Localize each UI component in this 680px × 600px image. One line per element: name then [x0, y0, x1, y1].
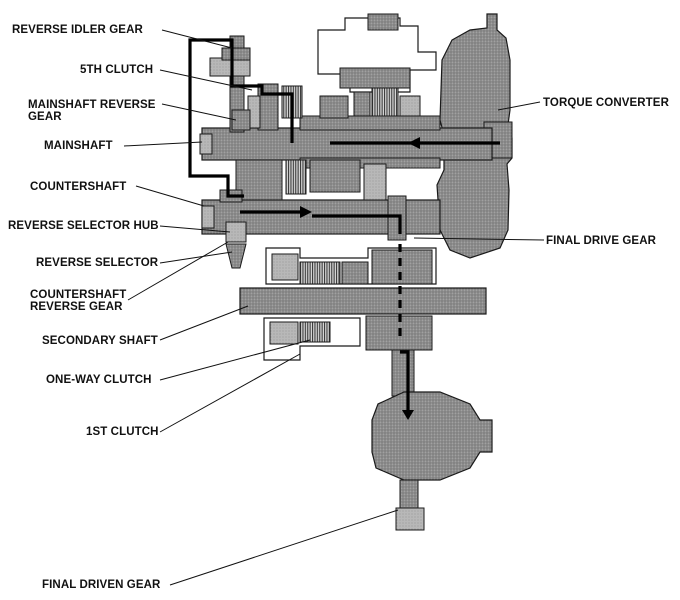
power-flow-path	[188, 38, 500, 420]
label-final-driven-gear: FINAL DRIVEN GEAR	[42, 579, 161, 591]
label-mainshaft: MAINSHAFT	[44, 140, 113, 152]
label-reverse-idler-gear: REVERSE IDLER GEAR	[12, 24, 143, 36]
label-torque-converter: TORQUE CONVERTER	[543, 97, 669, 109]
label-countershaft: COUNTERSHAFT	[30, 181, 127, 193]
label-reverse-selector-hub: REVERSE SELECTOR HUB	[8, 220, 159, 232]
label-final-drive-gear: FINAL DRIVE GEAR	[546, 235, 657, 247]
reverse-idler-gear	[209, 35, 251, 133]
leader-lines	[123, 29, 545, 586]
label-1st-clutch: 1ST CLUTCH	[86, 426, 159, 438]
reverse-selector-group	[219, 189, 247, 269]
label-countershaft-reverse-gear-line2: REVERSE GEAR	[30, 301, 123, 313]
upper-clutch-assembly	[317, 13, 437, 119]
mainshaft-reverse-gear	[231, 109, 251, 131]
label-countershaft-reverse-gear-line1: COUNTERSHAFT	[30, 289, 127, 301]
label-one-way-clutch: ONE-WAY CLUTCH	[46, 374, 152, 386]
label-mainshaft-reverse-gear-line1: MAINSHAFT REVERSE	[28, 99, 156, 111]
differential	[371, 349, 493, 531]
label-reverse-selector: REVERSE SELECTOR	[36, 257, 159, 269]
label-mainshaft-reverse-gear-line2: GEAR	[28, 111, 62, 123]
label-5th-clutch: 5TH CLUTCH	[80, 64, 154, 76]
fifth-clutch	[247, 83, 303, 131]
secondary-shaft	[239, 247, 487, 361]
label-secondary-shaft: SECONDARY SHAFT	[42, 335, 158, 347]
